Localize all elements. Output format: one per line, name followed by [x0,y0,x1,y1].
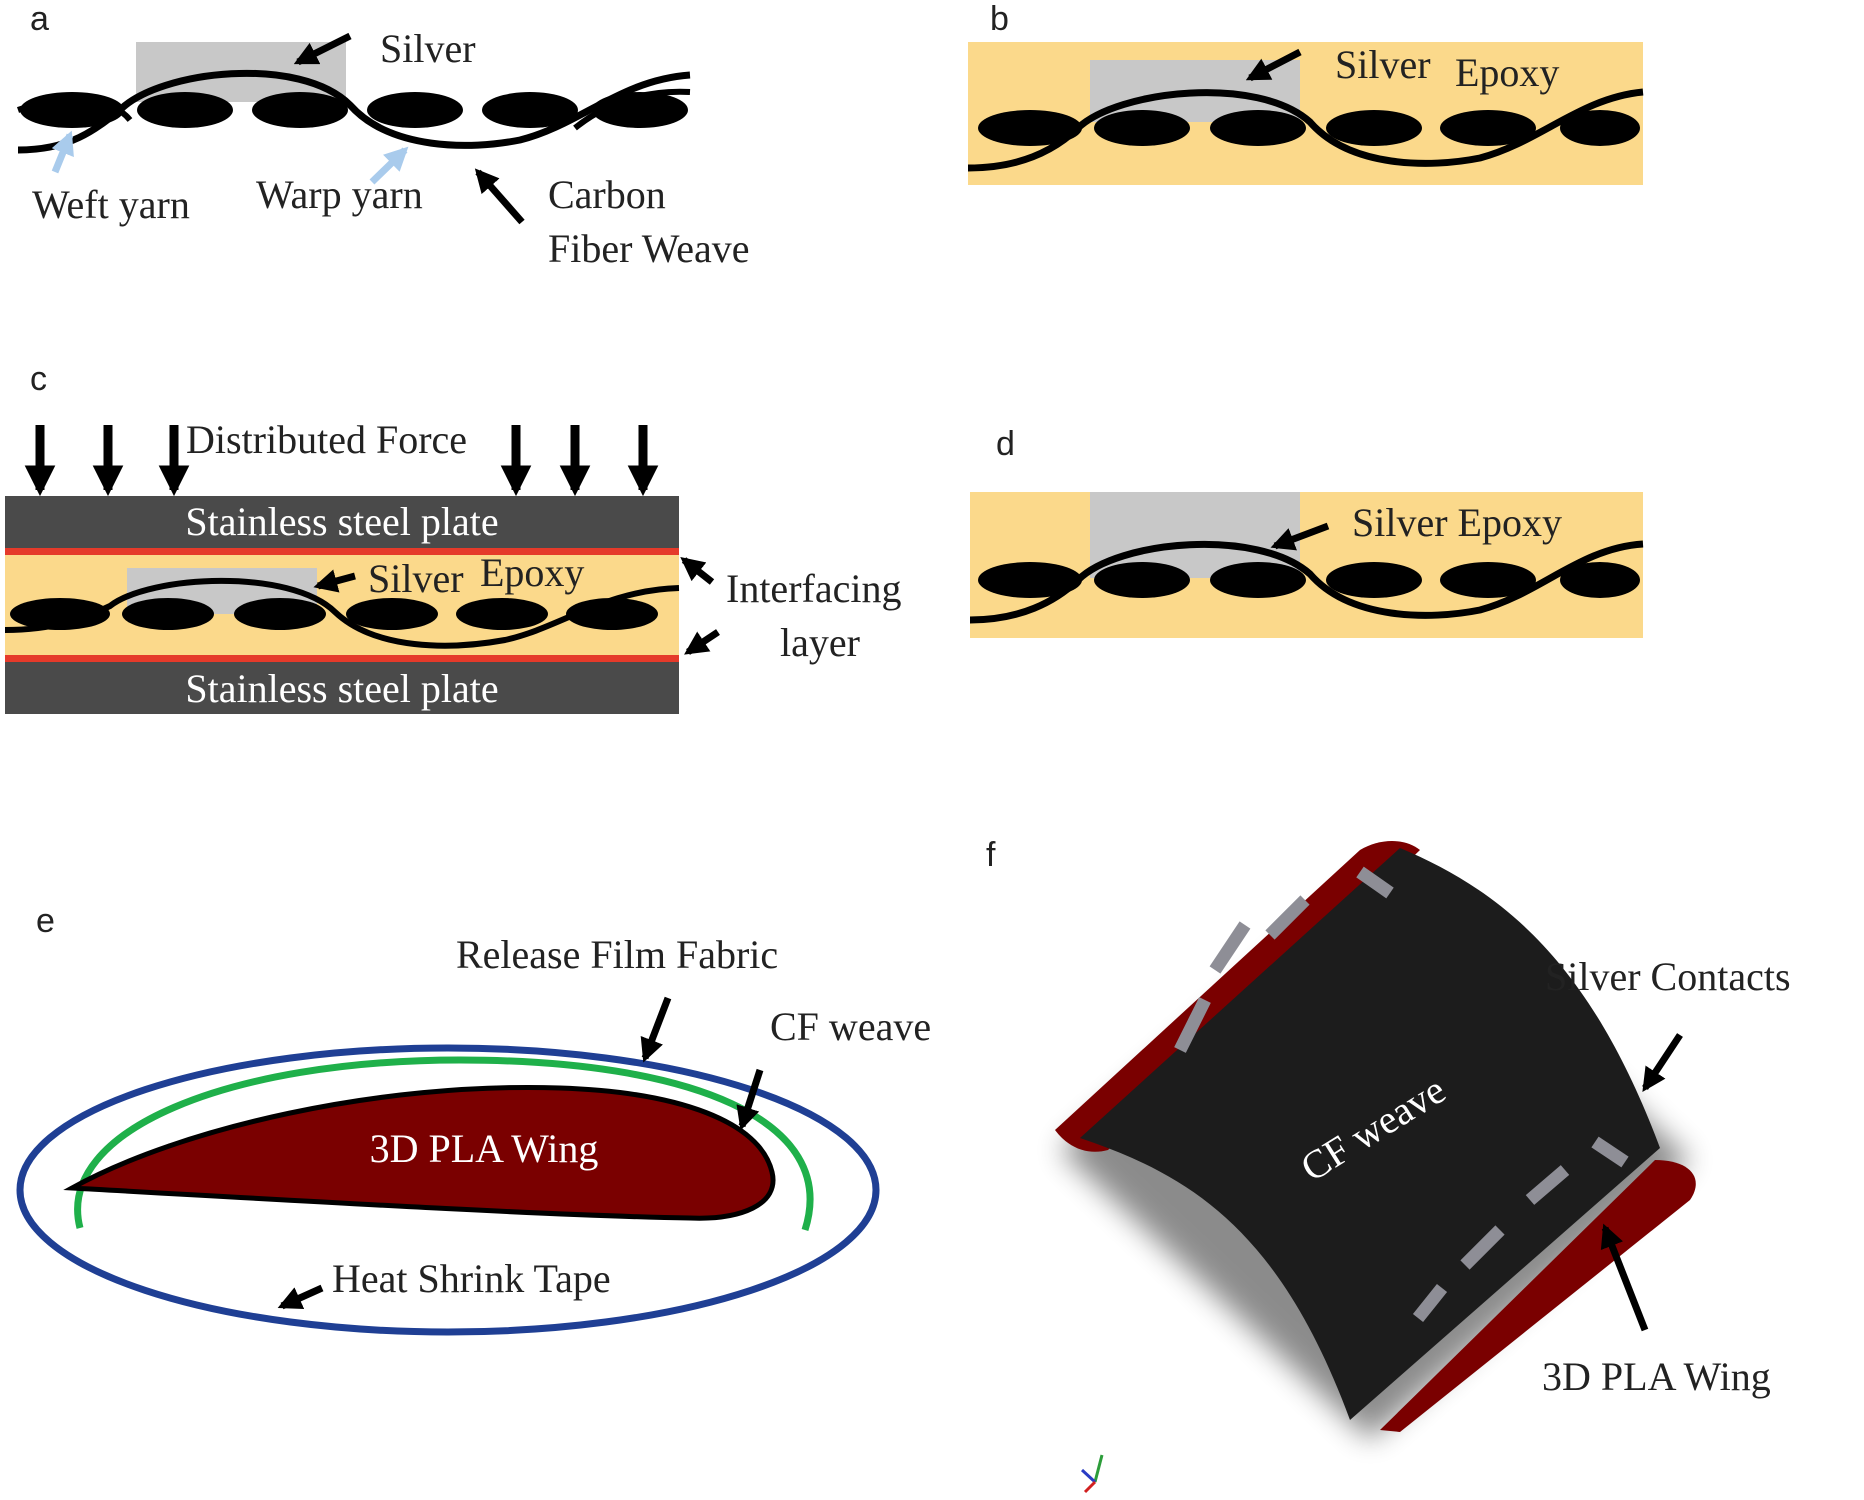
cf-weave-arrow [736,1068,764,1131]
silver-arrow [313,569,356,593]
epoxy-label: Epoxy [480,550,584,595]
release-film-arrow [640,996,672,1063]
heat-shrink-label: Heat Shrink Tape [332,1256,611,1301]
warp-yarn-label: Warp yarn [256,172,423,217]
wing-label: 3D PLA Wing [1542,1354,1771,1399]
panel-c-letter: c [30,360,47,398]
panel-d: d Silver Epoxy [969,425,1644,638]
interfacing-layer-bottom [5,655,679,662]
silver-contacts-top [1174,866,1394,1053]
carbon-label-line1: Carbon [548,172,666,217]
axis-triad-icon [1080,1454,1104,1494]
weft-yarns [20,92,688,128]
silver-arrow [293,32,352,66]
release-film-label: Release Film Fabric [456,932,778,977]
warp-yarn-strand [967,88,1644,172]
weft-arrow [51,130,74,174]
silver-label: Silver [368,556,464,601]
epoxy-matrix [5,555,679,655]
release-film-ring [74,1056,814,1232]
cf-sheet [1080,848,1660,1420]
steel-plate-bottom [5,662,679,714]
wing-label: 3D PLA Wing [370,1126,599,1171]
panel-a-letter: a [30,0,49,38]
interfacing-label-line1: Interfacing [726,566,901,611]
interfacing-layer-top [5,548,679,555]
wing-arrow [1600,1223,1649,1332]
panel-b: b Silver Epoxy [967,0,1644,185]
epoxy-gap-left [970,492,1090,532]
heat-shrink-tape-ring [16,1044,880,1336]
warp-arrow [369,146,409,185]
panel-f-letter: f [986,836,996,874]
interfacing-arrow-bottom [684,629,720,655]
heat-shrink-arrow [277,1284,324,1310]
carbon-label-line2: Fiber Weave [548,226,750,271]
silver-arrow [1245,48,1302,82]
epoxy-matrix [968,42,1643,185]
panel-d-letter: d [996,425,1015,463]
distributed-force-label: Distributed Force [186,417,467,462]
force-arrows [24,425,659,497]
interfacing-label-line2: layer [780,620,860,665]
pla-wing-airfoil [63,1085,776,1221]
panel-e-letter: e [36,902,55,940]
steel-plate-top-label: Stainless steel plate [185,499,498,544]
panel-c: c Distributed Force Stainless steel plat… [4,360,901,714]
warp-yarn-strand [17,69,691,154]
panel-e: e 3D PLA Wing Release Film Fabric CF wea… [16,902,931,1336]
steel-plate-top [5,496,679,548]
silver-label: Silver [380,26,476,71]
silver-epoxy-label: Silver Epoxy [1352,500,1562,545]
silver-label: Silver [1335,42,1431,87]
silver-contacts-arrow [1642,1033,1683,1092]
silver-contacts-label: Silver Contacts [1545,954,1791,999]
panel-a: a Silver Weft yarn Warp yarn Carbon Fibe… [16,0,750,271]
warp-yarn-strand [969,540,1644,624]
epoxy-label: Epoxy [1455,50,1559,95]
interfacing-arrow-top [680,557,715,585]
warp-yarn-strand [4,577,680,649]
steel-plate-bottom-label: Stainless steel plate [185,666,498,711]
panel-b-letter: b [990,0,1009,38]
weft-yarn-label: Weft yarn [32,182,190,227]
cf-weave-label: CF weave [770,1004,931,1049]
panel-f: f CF weave Silver Contacts 3D PLA Wing [986,836,1791,1494]
silver-epoxy-arrow [1270,522,1330,551]
silver-contacts-bottom [1412,1136,1629,1323]
carbon-arrow [474,168,525,225]
